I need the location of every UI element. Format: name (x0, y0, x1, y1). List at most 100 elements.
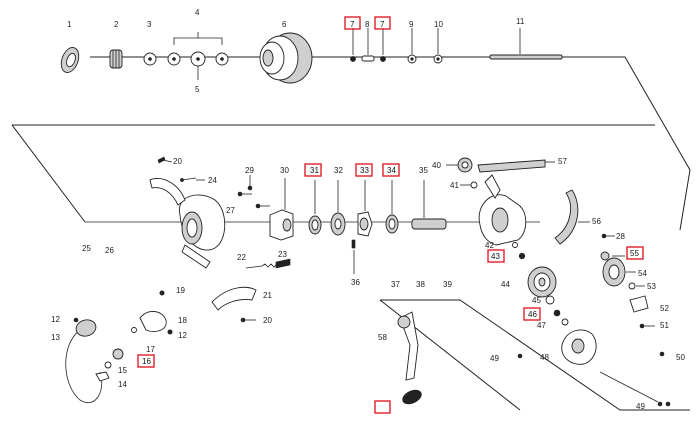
part-label: 36 (351, 278, 360, 287)
part-label-highlighted: 43 (491, 252, 500, 261)
part-label-highlighted: 55 (630, 249, 639, 258)
part-34-bearing (385, 180, 399, 234)
part-label: 45 (532, 296, 541, 305)
part-label: 14 (118, 380, 127, 389)
part-label: 23 (278, 250, 287, 259)
part-label-highlighted: 7 (350, 20, 355, 29)
part-58-handle (397, 311, 422, 405)
part-label: 26 (105, 246, 114, 255)
part-label-highlighted: 31 (310, 166, 319, 175)
part-53-washer (628, 282, 645, 290)
highlight-box-31 (304, 163, 322, 177)
highlight-box-33 (355, 163, 373, 177)
part-label: 49 (636, 402, 645, 411)
highlight-box-34 (382, 163, 400, 177)
part-41-washer (460, 181, 478, 189)
part-20-24-screws (157, 156, 205, 182)
part-29-screws (237, 175, 270, 209)
part-13-bail-wire (65, 317, 103, 403)
part-40-line-roller (446, 157, 473, 173)
highlight-box-16 (137, 354, 155, 368)
part-labels: 1 2 3 4 5 6 7 8 7 9 10 11 20 24 27 29 30… (51, 8, 685, 411)
part-label: 25 (82, 244, 91, 253)
part-label: 8 (365, 20, 370, 29)
highlight-box-7a (344, 16, 361, 30)
part-44-rotor-nut-assembly (527, 266, 557, 298)
part-18-bail-arm (139, 290, 173, 335)
highlight-box-43 (487, 249, 505, 263)
part-label: 24 (208, 176, 217, 185)
part-label: 52 (660, 304, 669, 313)
part-label: 39 (443, 280, 452, 289)
part-6-spool (259, 32, 313, 84)
part-27-reel-body (149, 178, 226, 269)
part-label: 42 (485, 241, 494, 250)
part-54-drive-gear (602, 257, 636, 287)
highlight-box-46 (523, 307, 541, 321)
part-label: 20 (173, 157, 182, 166)
highlight-box-7b (374, 16, 391, 30)
part-55-bearing (600, 251, 625, 261)
part-42-43-washers (512, 242, 526, 260)
part-label-highlighted: 7 (380, 20, 385, 29)
part-14-17-small-parts (95, 327, 137, 382)
part-label: 56 (592, 217, 601, 226)
part-1-handle-cap (60, 47, 80, 73)
part-48-side-plate (561, 329, 597, 365)
part-label: 9 (409, 20, 414, 29)
part-label-highlighted: 33 (360, 166, 369, 175)
part-label: 49 (490, 354, 499, 363)
part-31-bearing (308, 180, 322, 235)
part-21-bail-trip (211, 286, 257, 323)
part-label: 28 (616, 232, 625, 241)
part-label: 27 (226, 206, 235, 215)
part-22-23-spring-pin (245, 258, 291, 269)
part-label: 54 (638, 269, 647, 278)
part-label-highlighted: 16 (142, 357, 151, 366)
part-3-washer (143, 52, 157, 66)
part-32-gear (330, 180, 346, 236)
part-label: 2 (114, 20, 119, 29)
part-35-shaft-sleeve (411, 180, 447, 230)
part-label: 17 (146, 345, 155, 354)
part-label: 19 (176, 286, 185, 295)
part-33-pinion (357, 180, 373, 237)
part-label: 1 (67, 20, 72, 29)
part-label: 15 (118, 366, 127, 375)
part-30-oscillation-block (269, 178, 294, 241)
part-2-knob (109, 49, 123, 69)
part-label: 4 (195, 8, 200, 17)
part-label: 40 (432, 161, 441, 170)
part-label: 18 (178, 316, 187, 325)
part-label: 30 (280, 166, 289, 175)
highlight-box-empty (374, 400, 391, 414)
part-label: 20 (263, 316, 272, 325)
part-label: 57 (558, 157, 567, 166)
part-label: 50 (676, 353, 685, 362)
part-7-8-small-parts (350, 28, 386, 62)
part-label: 53 (647, 282, 656, 291)
part-45-46-47-washers (545, 295, 569, 326)
part-label: 51 (660, 321, 669, 330)
part-label: 3 (147, 20, 152, 29)
part-label: 37 (391, 280, 400, 289)
part-label: 6 (282, 20, 287, 29)
part-28-screw (601, 233, 615, 239)
part-label: 10 (434, 20, 443, 29)
part-36-pin (351, 239, 356, 274)
highlight-boxes (137, 16, 644, 414)
part-label-highlighted: 34 (387, 166, 396, 175)
part-label: 38 (416, 280, 425, 289)
part-label: 29 (245, 166, 254, 175)
part-label-highlighted: 46 (528, 310, 537, 319)
part-label: 41 (450, 181, 459, 190)
part-label: 5 (195, 85, 200, 94)
rotor-assembly (478, 174, 527, 246)
part-49-50-screws (517, 351, 671, 407)
part-label: 22 (237, 253, 246, 262)
part-56-bail-wire (554, 189, 590, 245)
part-57-bail-arm (477, 159, 555, 173)
part-label: 44 (501, 280, 510, 289)
part-label: 47 (537, 321, 546, 330)
